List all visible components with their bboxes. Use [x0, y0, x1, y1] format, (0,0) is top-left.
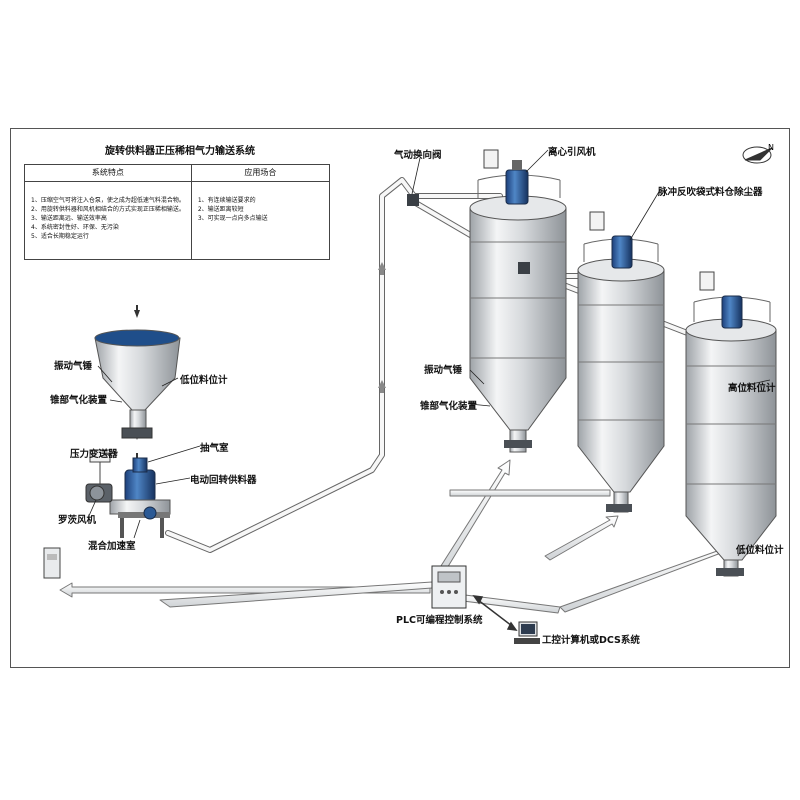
label-vibrator-left: 振动气锤 [54, 361, 93, 372]
feature-item: 4、系统密封性好、环保、无污染 [31, 224, 119, 231]
label-suction-chamber: 抽气室 [200, 443, 229, 454]
applications-list: 1、有连续输送要求的 2、输送距离较短 3、可实现一点向多点输送 [192, 182, 329, 223]
north-label: N [768, 143, 774, 152]
plc-cabinet [431, 565, 467, 609]
label-plc: PLC可编程控制系统 [396, 615, 483, 626]
diagram-frame [10, 128, 790, 668]
local-control-cabinet [43, 547, 61, 579]
feature-item: 3、输送距离远、输送效率高 [31, 215, 107, 222]
features-column: 系统特点 1、压缩空气可将注入仓泵，使之成为超低速气料混合物。 2、用旋转供料器… [25, 165, 192, 259]
label-diverter-valve: 气动换向阀 [394, 150, 442, 161]
label-roots-blower: 罗茨风机 [58, 515, 97, 526]
plc-dcs-link [472, 595, 518, 631]
label-vibrator-right: 振动气锤 [424, 365, 463, 376]
roots-blower [85, 449, 113, 503]
feature-item: 5、适合长期稳定运行 [31, 233, 89, 240]
features-list: 1、压缩空气可将注入仓泵，使之成为超低速气料混合物。 2、用旋转供料器和风机相结… [25, 182, 191, 241]
label-centrifugal-fan: 离心引风机 [548, 147, 596, 158]
applications-header: 应用场合 [191, 165, 329, 182]
info-table: 系统特点 1、压缩空气可将注入仓泵，使之成为超低速气料混合物。 2、用旋转供料器… [24, 164, 330, 260]
label-dust-collector: 脉冲反吹袋式料仓除尘器 [658, 187, 763, 198]
application-item: 1、有连续输送要求的 [197, 197, 256, 204]
diagram-title: 旋转供料器正压稀相气力输送系统 [105, 146, 255, 157]
label-low-level-left: 低位料位计 [180, 375, 228, 386]
features-header: 系统特点 [25, 165, 191, 182]
label-pressure-transmitter: 压力变送器 [70, 449, 118, 460]
label-aerator-right: 锥部气化装置 [420, 401, 478, 412]
label-low-level-right: 低位料位计 [736, 545, 784, 556]
leader-lines [87, 149, 771, 557]
feed-hopper [94, 329, 181, 439]
silo-1 [469, 149, 567, 453]
rotary-feeder-assembly [109, 457, 171, 538]
label-high-level: 高位料位计 [728, 383, 776, 394]
feature-item: 1、压缩空气可将注入仓泵，使之成为超低速气料混合物。 [31, 197, 185, 204]
compass-icon [742, 146, 773, 164]
label-mixing-chamber: 混合加速室 [88, 541, 136, 552]
label-dcs: 工控计算机或DCS系统 [542, 635, 640, 646]
dcs-computer [514, 621, 540, 644]
label-rotary-feeder: 电动回转供料器 [190, 475, 257, 486]
silo-2 [577, 211, 665, 513]
application-item: 2、输送距离较短 [197, 206, 244, 213]
diverter-valves [407, 194, 530, 274]
label-aerator-left: 锥部气化装置 [50, 395, 108, 406]
application-item: 3、可实现一点向多点输送 [197, 215, 268, 222]
feature-item: 2、用旋转供料器和风机相结合的方式实现正压稀相输送。 [31, 206, 185, 213]
applications-column: 应用场合 1、有连续输送要求的 2、输送距离较短 3、可实现一点向多点输送 [191, 165, 329, 259]
silo-3 [685, 271, 777, 577]
